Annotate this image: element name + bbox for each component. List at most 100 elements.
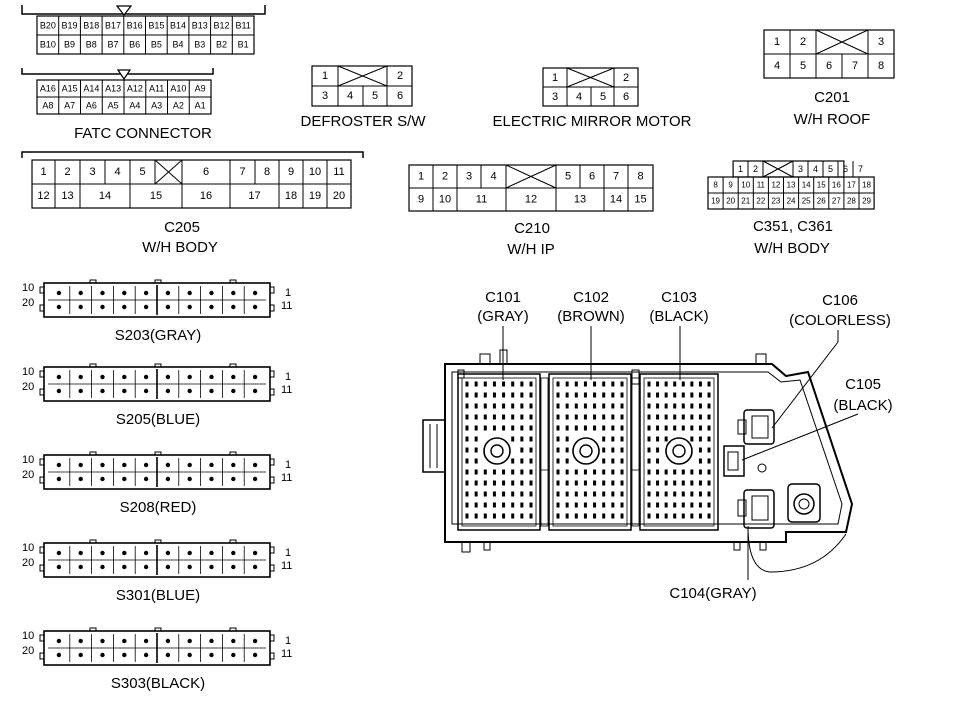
c351-pin-24: 24 <box>787 197 796 206</box>
c205-pin-12: 12 <box>37 190 49 202</box>
splice-pin <box>231 476 236 482</box>
fatc-pin-B15: B15 <box>148 21 164 31</box>
c106-name: C106 <box>822 292 858 309</box>
splice-pin <box>78 388 83 394</box>
splice-pin <box>122 652 127 658</box>
splice-left-top-label: 10 <box>22 282 34 294</box>
splice-pin <box>165 476 171 482</box>
fatc-pin-B17: B17 <box>105 21 121 31</box>
c210-pin-2: 2 <box>442 171 448 183</box>
c201-pin-5: 5 <box>800 60 806 72</box>
c351-pin-15: 15 <box>817 181 826 190</box>
c351-pin-23: 23 <box>771 197 780 206</box>
mirror-pin-2: 2 <box>623 72 629 84</box>
mirror-pin-4: 4 <box>576 91 582 103</box>
splice-pin <box>143 290 149 296</box>
splice-pin <box>231 304 236 310</box>
splice-pin <box>122 638 127 644</box>
splice-left-top-label: 10 <box>22 630 34 642</box>
c103-color: (BLACK) <box>649 308 708 325</box>
splice-pin <box>78 638 83 644</box>
c205-pin-17: 17 <box>248 190 260 202</box>
fatc-pin-B6: B6 <box>129 40 140 50</box>
mirror-pin-6: 6 <box>623 91 629 103</box>
fatc-pin-B18: B18 <box>83 21 99 31</box>
c351-pin-12: 12 <box>771 181 780 190</box>
c201-pin-2: 2 <box>800 36 806 48</box>
fatc-pin-A5: A5 <box>108 101 119 111</box>
c201-connector: 1 2 3 4 5 6 7 8 C201 W/H ROOF <box>763 29 895 128</box>
fatc-pin-A16: A16 <box>40 84 56 94</box>
splice-pin <box>165 652 171 658</box>
splice-pin <box>143 652 149 658</box>
c102-name: C102 <box>573 289 609 306</box>
splice-pin <box>165 374 171 380</box>
splice-caption: S301(BLUE) <box>116 587 200 604</box>
c205-pin-8: 8 <box>264 166 270 178</box>
splice-pin <box>100 638 105 644</box>
fatc-pin-A1: A1 <box>195 101 206 111</box>
fatc-pin-B2: B2 <box>216 40 227 50</box>
splice-left-bottom-label: 20 <box>22 557 34 569</box>
c210-pin-11: 11 <box>476 194 487 206</box>
splice-pin <box>100 550 105 556</box>
fatc-pin-A3: A3 <box>151 101 162 111</box>
splice-pin <box>56 462 62 468</box>
fatc-pin-B9: B9 <box>64 40 75 50</box>
fatc-pin-B5: B5 <box>151 40 162 50</box>
splice-pin <box>143 374 149 380</box>
splice-pin <box>252 374 258 380</box>
c205-pin-14: 14 <box>99 190 111 202</box>
splice-pin <box>209 638 214 644</box>
splice-pin <box>165 304 171 310</box>
splice-pin <box>122 462 127 468</box>
defroster-pin-4: 4 <box>347 90 353 102</box>
splice-pin <box>56 388 62 394</box>
c351-pin-5: 5 <box>828 164 833 174</box>
splice-pin <box>143 462 149 468</box>
splice-pin <box>252 638 258 644</box>
splice-pin <box>56 564 62 570</box>
defroster-caption: DEFROSTER S/W <box>300 113 426 130</box>
splice-right-bottom-label: 11 <box>281 560 292 572</box>
splice-pin <box>78 374 83 380</box>
fatc-pin-B11: B11 <box>235 21 250 31</box>
splice-pin <box>187 462 192 468</box>
splice-caption: S203(GRAY) <box>115 327 201 344</box>
splice-pin <box>187 374 192 380</box>
c351-pin-21: 21 <box>741 197 750 206</box>
c103-block <box>639 373 719 531</box>
splice-pin <box>209 374 214 380</box>
splice-pin <box>78 550 83 556</box>
splice-pin <box>252 564 258 570</box>
splice-right-bottom-label: 11 <box>281 384 292 396</box>
c351-pin-4: 4 <box>813 164 818 174</box>
c210-pin-14: 14 <box>610 194 622 206</box>
splice-pin <box>56 652 62 658</box>
c205-pin-7: 7 <box>239 166 245 178</box>
splice-pin <box>100 652 105 658</box>
splice-left-bottom-label: 20 <box>22 645 34 657</box>
c210-pin-1: 1 <box>418 171 424 183</box>
c201-pin-8: 8 <box>878 60 884 72</box>
splice-pin <box>56 638 62 644</box>
fatc-pin-B14: B14 <box>170 21 186 31</box>
splice-pin <box>187 290 192 296</box>
splice-pin <box>209 550 214 556</box>
c351-pin-25: 25 <box>802 197 811 206</box>
c351-pin-13: 13 <box>787 181 796 190</box>
junction-block: C101 (GRAY) C102 (BROWN) C103 (BLACK) C1… <box>422 289 893 602</box>
splice-pin <box>209 476 214 482</box>
splice-packs: 1020111S203(GRAY)1020111S205(BLUE)102011… <box>22 279 292 692</box>
fatc-pin-A11: A11 <box>149 84 164 94</box>
c351-pin-29: 29 <box>862 197 871 206</box>
fatc-pin-A13: A13 <box>105 84 121 94</box>
c351-name: C351, C361 <box>753 218 833 235</box>
fatc-pin-A8: A8 <box>42 101 53 111</box>
